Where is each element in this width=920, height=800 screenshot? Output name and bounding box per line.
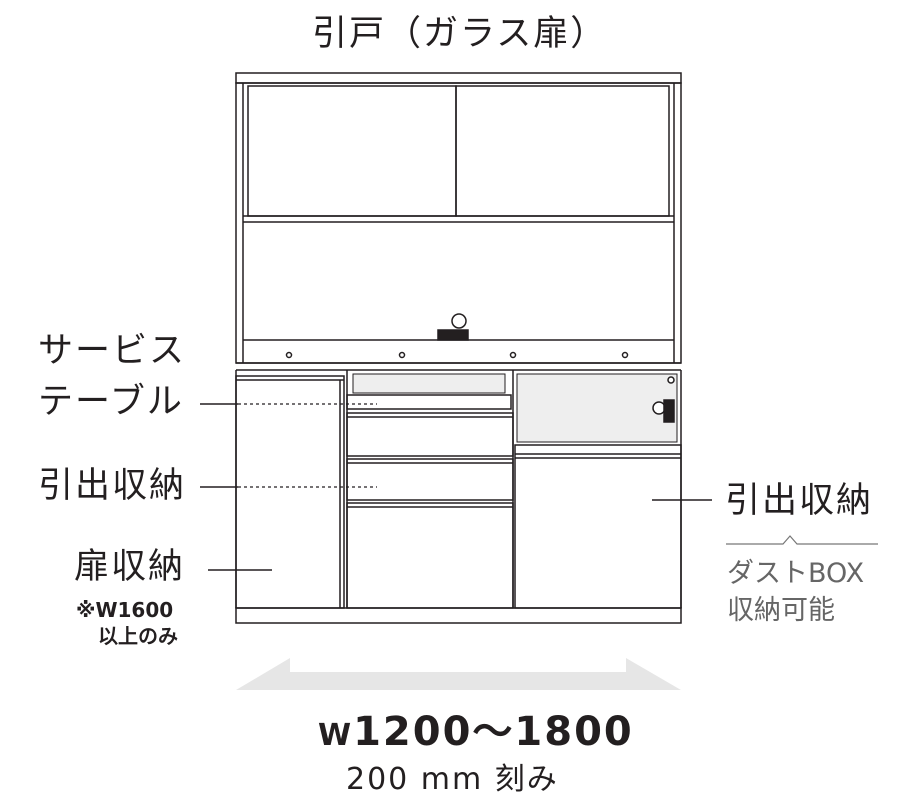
drawer-2 (346, 458, 514, 501)
open-recess-right (516, 373, 678, 443)
service-table (346, 394, 512, 410)
width-arrow (236, 658, 681, 690)
drawer-3 (346, 502, 514, 609)
sliding-door-left (247, 85, 457, 217)
label-drawer-right: 引出収納 (725, 481, 874, 521)
label-dust-box: ダストBOX (727, 558, 865, 589)
label-door-note-2: 以上のみ (98, 624, 178, 648)
width-step: 200 mm 刻み (346, 762, 559, 797)
outlet-round (451, 313, 467, 329)
door-storage (235, 375, 345, 609)
label-door-note-1: ※W1600 (76, 598, 174, 622)
plinth (235, 607, 682, 624)
open-recess-middle (352, 373, 506, 394)
label-door-storage: 扉収納 (74, 547, 186, 587)
sliding-door-right (455, 85, 670, 217)
label-service-table-line2: テーブル (38, 382, 184, 422)
width-prefix: W (318, 718, 354, 753)
width-range-value: 1200～1800 (353, 709, 634, 755)
title: 引戸（ガラス扉） (312, 14, 608, 54)
outlet-plate (437, 329, 469, 341)
label-service-table-line1: サービス (38, 331, 187, 371)
width-range: W1200～1800 (318, 712, 634, 752)
drawer-right (514, 444, 682, 609)
top-board (235, 72, 682, 84)
label-dust-box-storable: 収納可能 (727, 595, 835, 626)
label-drawer-left: 引出収納 (38, 466, 187, 506)
drawer-1 (346, 412, 514, 457)
